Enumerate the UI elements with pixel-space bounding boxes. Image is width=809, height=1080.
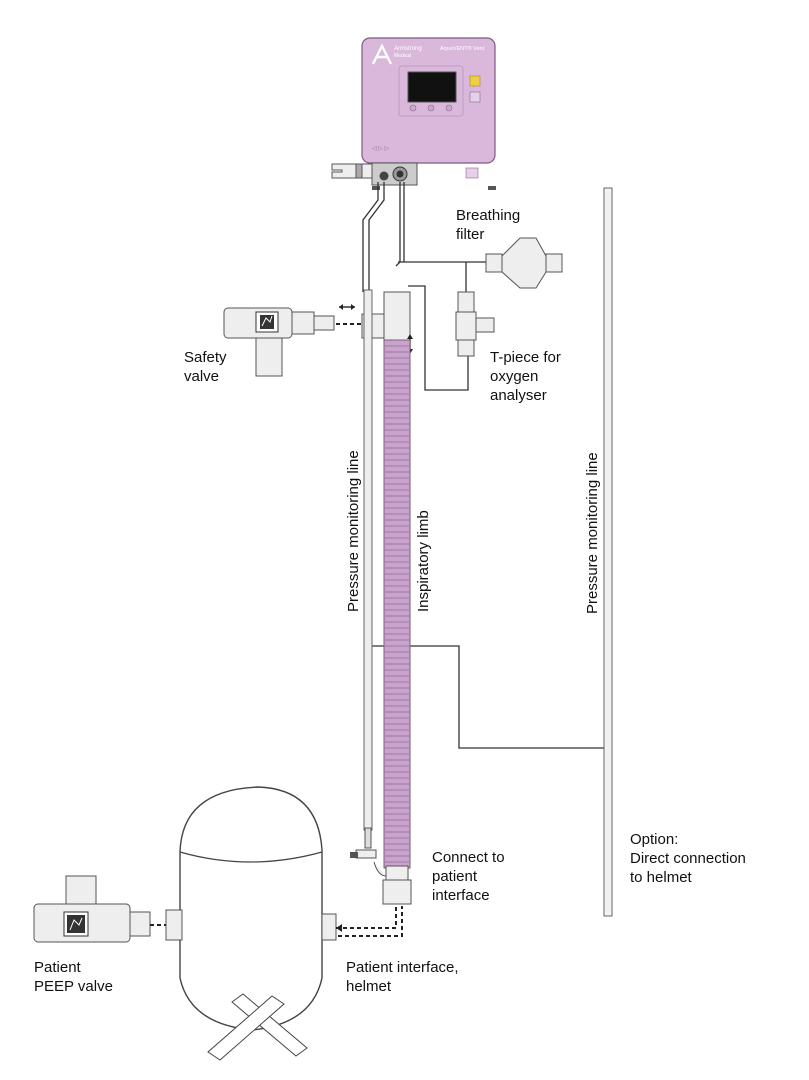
t-piece-oxygen-analyser [455, 291, 495, 357]
label-pressure-monitoring-line-left: Pressure monitoring line [345, 450, 362, 612]
device-button[interactable] [427, 104, 435, 112]
label-patient-interface: Patient interface, helmet [346, 959, 459, 995]
device-model: AquaVENT® Vent [440, 45, 485, 52]
device-screen [407, 71, 457, 103]
brand-logo-icon [371, 43, 393, 65]
patient-peep-valve [33, 875, 166, 943]
label-safety-valve: Safety valve [184, 349, 227, 385]
safety-valve [223, 304, 362, 377]
patient-interface-helmet [165, 786, 403, 1061]
label-pressure-monitoring-line-right: Pressure monitoring line [584, 452, 601, 614]
svg-text:◁ ▷ ▷: ◁ ▷ ▷ [372, 146, 390, 152]
pressure-port [379, 171, 389, 181]
gas-outlet-port [396, 170, 404, 178]
brand-name-line2: Medical [394, 53, 411, 59]
inspiratory-limb [373, 339, 412, 905]
mute-button[interactable] [469, 91, 481, 103]
label-t-piece: T-piece for oxygen analyser [490, 349, 561, 404]
brand-name-line1: Armstrong [394, 46, 422, 52]
pressure-monitoring-line-left [350, 289, 377, 859]
label-option: Option: Direct connection to helmet [630, 831, 746, 886]
peep-valve-label-icon [67, 915, 85, 933]
label-breathing-filter: Breathing filter [456, 207, 521, 243]
pressure-monitoring-line-right [603, 187, 613, 917]
device-button[interactable] [445, 104, 453, 112]
ventilator-device: Armstrong Medical AquaVENT® Vent ◁ ▷ ▷ [331, 37, 496, 190]
power-button[interactable] [465, 167, 479, 179]
device-button[interactable] [409, 104, 417, 112]
label-patient-peep-valve: Patient PEEP valve [34, 959, 113, 995]
label-inspiratory-limb: Inspiratory limb [415, 510, 432, 612]
valve-label-icon [260, 315, 274, 329]
label-connect-patient: Connect to patient interface [432, 849, 505, 904]
breathing-filter [485, 237, 563, 289]
alarm-button[interactable] [469, 75, 481, 87]
patient-connector [382, 879, 412, 905]
